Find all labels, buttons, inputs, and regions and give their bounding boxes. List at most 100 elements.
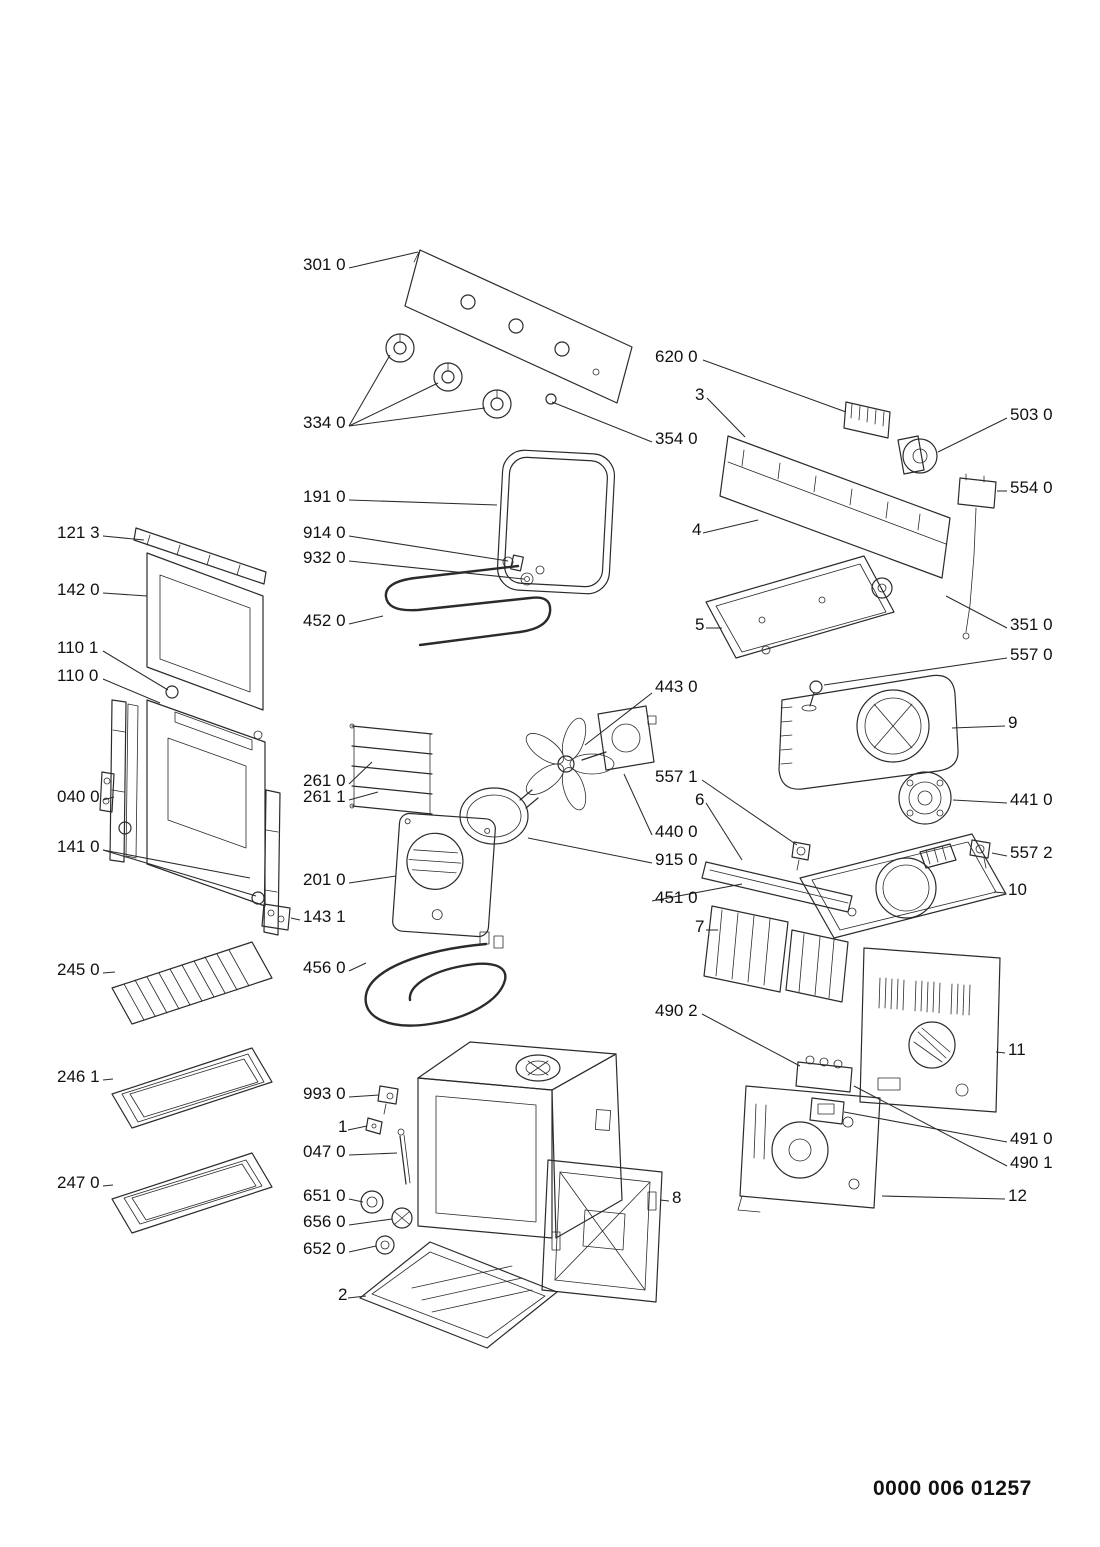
part-label-3: 3 [695, 385, 705, 404]
leader-line [348, 1245, 377, 1253]
drawing-door-frame-8 [541, 1159, 663, 1303]
leader-line [102, 849, 257, 897]
leader-line [348, 251, 419, 269]
part-label-7: 7 [695, 917, 705, 936]
leader-line [102, 592, 148, 597]
leader-line [348, 1218, 393, 1226]
drawing-rod-047 [397, 1128, 411, 1185]
drawing-inner-door [146, 685, 266, 907]
part-label-142-0: 142 0 [57, 580, 100, 599]
leader-line [551, 401, 653, 443]
part-label-4: 4 [692, 520, 702, 539]
part-label-2: 2 [338, 1285, 348, 1304]
part-label-451-0: 451 0 [655, 888, 698, 907]
leader-line [527, 837, 653, 864]
drawing-lamp-bulb-656 [391, 1207, 413, 1229]
part-label-8: 8 [672, 1188, 682, 1207]
part-label-201-0: 201 0 [303, 870, 346, 889]
leader-line [623, 773, 653, 836]
leader-line [881, 1195, 1006, 1200]
drawing-door-latch [261, 903, 291, 931]
leader-line [991, 852, 1008, 857]
drawing-shelf-5 [705, 555, 895, 659]
part-label-491-0: 491 0 [1010, 1129, 1053, 1148]
part-label-456-0: 456 0 [303, 958, 346, 977]
leader-line [348, 962, 367, 972]
leader-line [702, 519, 759, 534]
leader-line [705, 802, 743, 861]
part-label-191-0: 191 0 [303, 487, 346, 506]
part-label-247-0: 247 0 [57, 1173, 100, 1192]
part-label-932-0: 932 0 [303, 548, 346, 567]
part-label-554-0: 554 0 [1010, 478, 1053, 497]
part-label-261-0: 261 0 [303, 771, 346, 790]
leader-line [102, 678, 161, 704]
drawing-shelf-grids [349, 723, 433, 815]
part-label-351-0: 351 0 [1010, 615, 1053, 634]
part-label-441-0: 441 0 [1010, 790, 1053, 809]
drawing-bracket-557-0 [801, 680, 823, 712]
part-label-443-0: 443 0 [655, 677, 698, 696]
drawing-bracket-557-1 [791, 841, 811, 871]
leader-line [348, 1094, 380, 1098]
drawing-door-gasket [496, 449, 616, 595]
drawing-terminal-block-620 [843, 401, 891, 439]
leader-line [348, 535, 509, 562]
leader-line [102, 1184, 114, 1187]
part-label-651-0: 651 0 [303, 1186, 346, 1205]
drawing-ring-element [459, 787, 539, 845]
drawing-fan-motor-441 [898, 771, 952, 825]
leader-line [348, 1152, 398, 1156]
leader-line [995, 1051, 1006, 1054]
drawing-outer-door-glass [146, 552, 264, 711]
part-label-6: 6 [695, 790, 705, 809]
part-label-110-1: 110 1 [57, 638, 99, 657]
leader-line [348, 615, 384, 625]
part-label-557-1: 557 1 [655, 767, 698, 786]
leader-line [348, 761, 373, 785]
drawing-deep-tray [111, 1152, 273, 1234]
leader-line [843, 1111, 1008, 1143]
drawing-terminal-block-490-2 [795, 1055, 853, 1093]
part-label-261-1: 261 1 [303, 787, 346, 806]
drawing-fan-blade [525, 717, 615, 811]
drawing-lower-element [364, 931, 507, 1027]
leader-line [952, 799, 1008, 804]
part-label-143-1: 143 1 [303, 907, 346, 926]
part-label-490-1: 490 1 [1010, 1153, 1053, 1172]
leader-line [347, 1125, 368, 1131]
leader-line [102, 796, 115, 801]
part-label-12: 12 [1008, 1186, 1027, 1205]
leader-line [823, 657, 1008, 686]
drawing-thermostat-993 [377, 1085, 399, 1115]
drawing-thermostat-554 [957, 473, 997, 640]
leader-line [702, 359, 847, 413]
drawing-door-rails [109, 699, 281, 936]
leader-line [651, 883, 743, 902]
drawing-deflector-451 [701, 861, 853, 913]
part-label-334-0: 334 0 [303, 413, 346, 432]
leader-line [348, 560, 525, 580]
part-label-9: 9 [1008, 713, 1018, 732]
part-label-557-0: 557 0 [1010, 645, 1053, 664]
drawing-insulation-7 [703, 905, 849, 1003]
leader-line [348, 407, 486, 427]
part-label-10: 10 [1008, 880, 1027, 899]
leader-line [659, 1199, 670, 1202]
drawing-door-trim [133, 527, 267, 585]
drawing-box-491 [809, 1097, 845, 1125]
leader-line [102, 971, 116, 974]
part-label-245-0: 245 0 [57, 960, 100, 979]
leader-line [348, 1198, 364, 1203]
part-label-354-0: 354 0 [655, 429, 698, 448]
drawing-knobs [385, 333, 512, 419]
leader-line [853, 1085, 1008, 1167]
drawing-control-panel [404, 249, 633, 405]
leader-line [945, 595, 1008, 629]
leader-line [102, 1078, 114, 1081]
drawing-door-hinge [99, 771, 132, 835]
part-label-652-0: 652 0 [303, 1239, 346, 1258]
